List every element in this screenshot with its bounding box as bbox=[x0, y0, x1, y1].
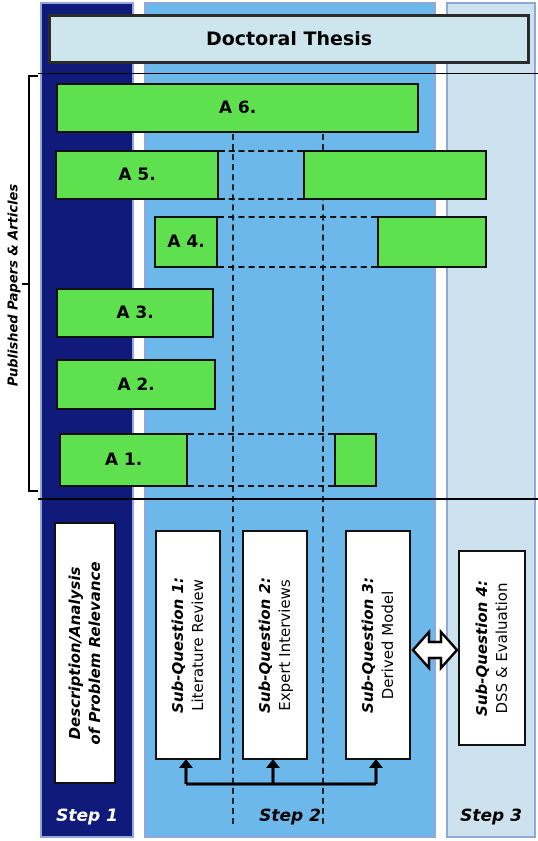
step-2-label: Step 2 bbox=[259, 806, 321, 826]
step-1-label: Step 1 bbox=[56, 806, 118, 826]
subquestion-2-body: Expert Interviews bbox=[276, 579, 294, 711]
article-a5-continuation bbox=[303, 150, 487, 200]
article-a5-gap bbox=[219, 150, 303, 200]
subquestion-connector bbox=[179, 759, 383, 786]
problem-relevance-line2: of Problem Relevance bbox=[86, 561, 104, 745]
article-a5: A 5. bbox=[55, 150, 219, 200]
guide-line-1 bbox=[232, 134, 234, 824]
guide-line-2 bbox=[322, 134, 324, 824]
double-arrow-icon bbox=[411, 628, 459, 672]
article-a6: A 6. bbox=[56, 83, 419, 133]
subquestion-3-body: Derived Model bbox=[379, 590, 397, 700]
article-a1-gap bbox=[188, 433, 334, 487]
subquestion-1-head: Sub-Question 1: bbox=[169, 577, 187, 713]
subquestion-1-box: Sub-Question 1: Literature Review bbox=[155, 530, 221, 760]
thesis-title: Doctoral Thesis bbox=[48, 14, 530, 64]
subquestion-4-head: Sub-Question 4: bbox=[473, 580, 491, 716]
article-a3: A 3. bbox=[56, 288, 214, 338]
article-a1-continuation bbox=[334, 433, 377, 487]
separator-middle bbox=[38, 498, 538, 500]
separator-top bbox=[38, 73, 538, 74]
subquestion-1-body: Literature Review bbox=[189, 579, 207, 711]
step-3-label: Step 3 bbox=[460, 806, 522, 826]
side-label: Published Papers & Articles bbox=[6, 183, 22, 387]
subquestion-2-head: Sub-Question 2: bbox=[256, 577, 274, 713]
subquestion-4-box: Sub-Question 4: DSS & Evaluation bbox=[458, 550, 526, 746]
article-a2: A 2. bbox=[56, 359, 216, 410]
problem-relevance-line1: Description/Analysis bbox=[66, 566, 84, 740]
article-a4-gap bbox=[218, 216, 377, 268]
subquestion-2-box: Sub-Question 2: Expert Interviews bbox=[242, 530, 308, 760]
article-a1: A 1. bbox=[59, 433, 188, 487]
bracket-tick bbox=[22, 283, 30, 285]
subquestion-3-box: Sub-Question 3: Derived Model bbox=[345, 530, 411, 760]
article-a4-continuation bbox=[377, 216, 487, 268]
problem-relevance-box: Description/Analysis of Problem Relevanc… bbox=[54, 522, 116, 784]
article-a4: A 4. bbox=[154, 216, 218, 268]
subquestion-4-body: DSS & Evaluation bbox=[493, 582, 511, 714]
subquestion-3-head: Sub-Question 3: bbox=[359, 577, 377, 713]
